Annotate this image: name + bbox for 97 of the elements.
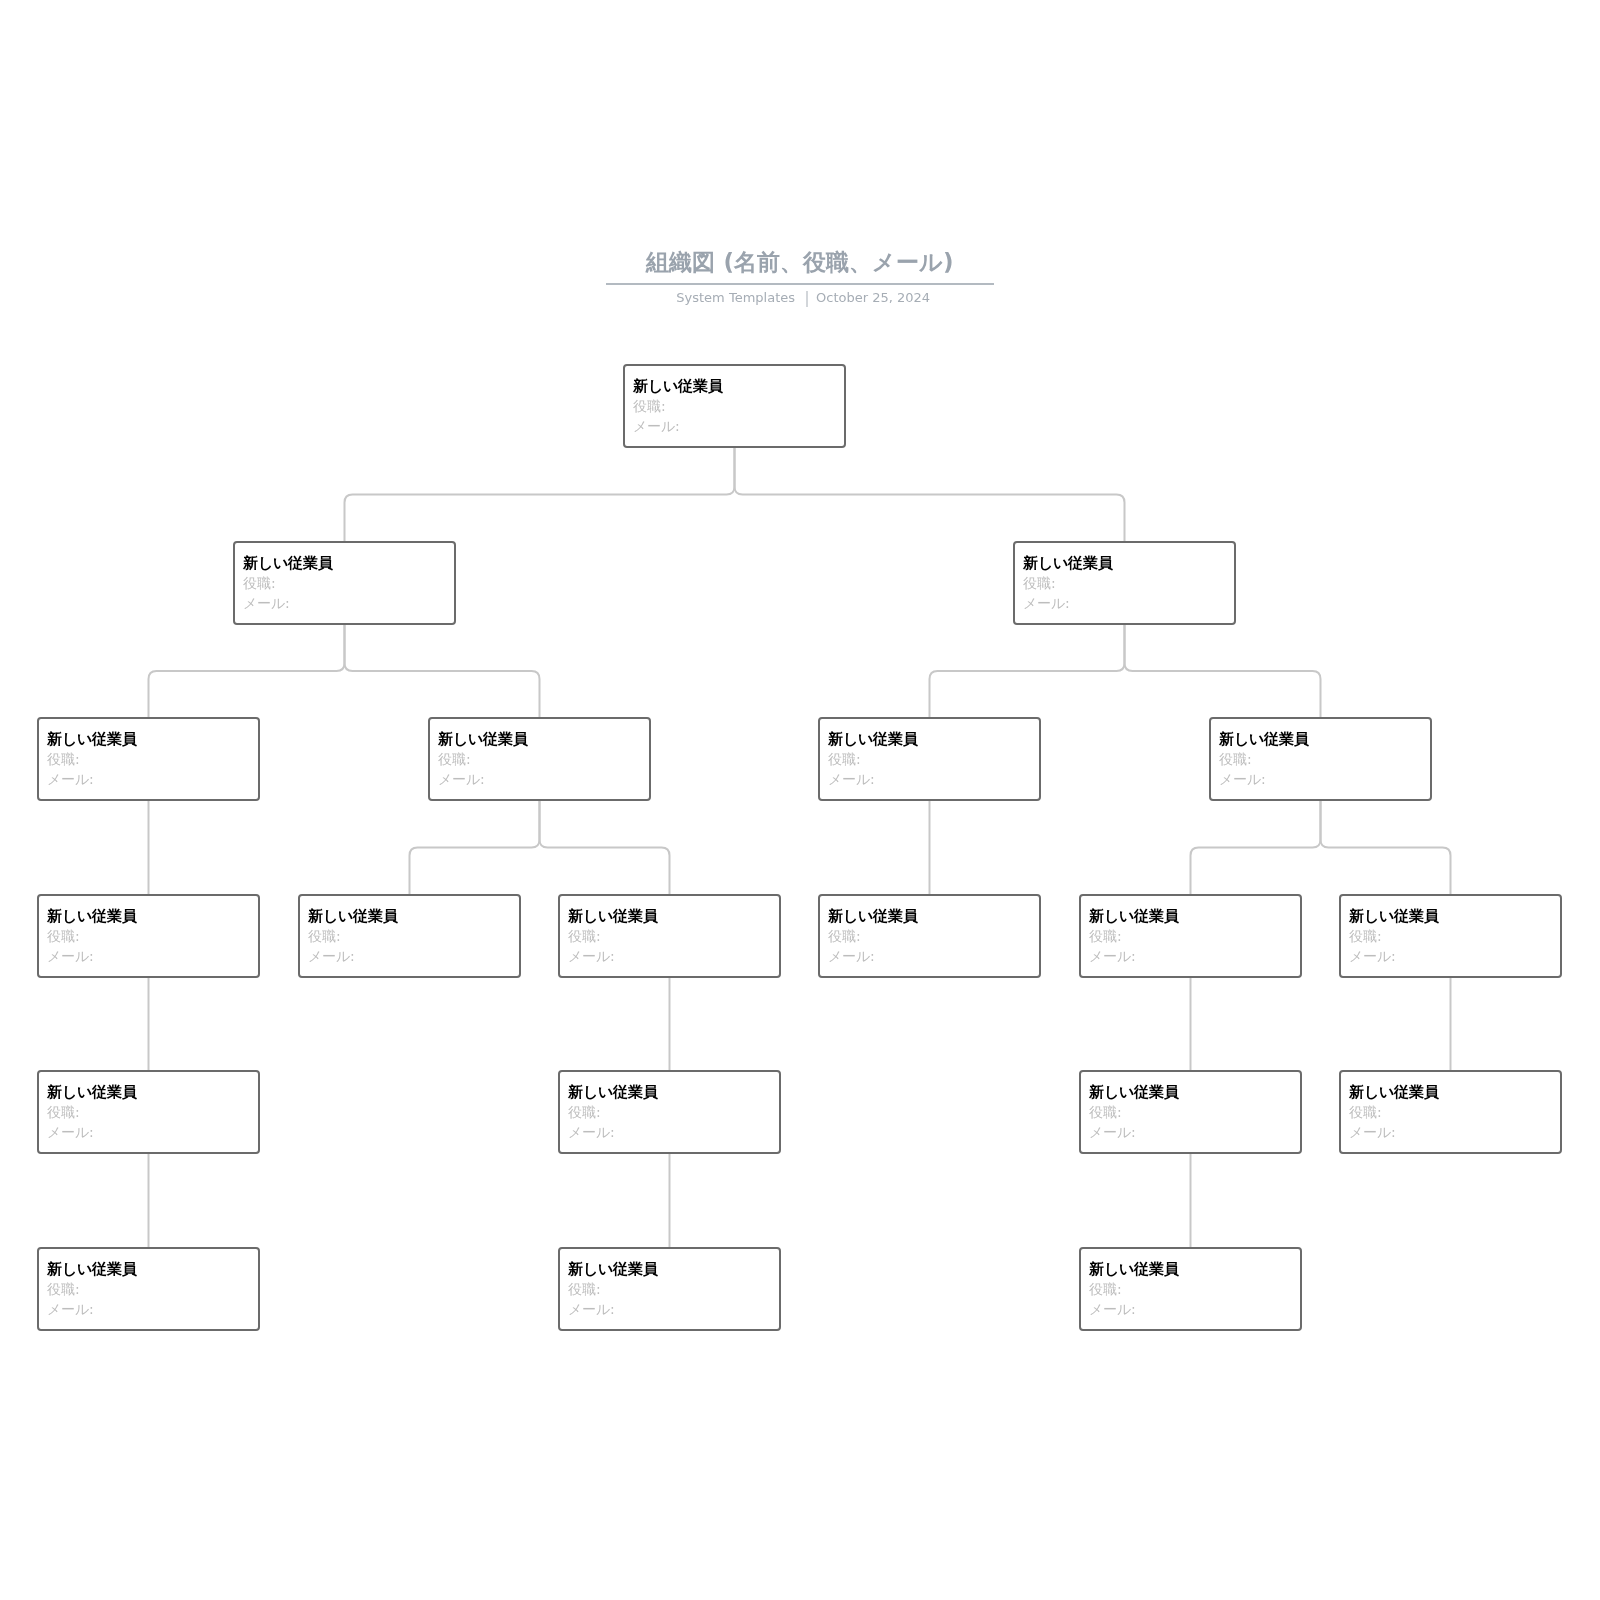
job-title-field: 役職: xyxy=(1349,1102,1382,1122)
employee-name: 新しい従業員 xyxy=(308,906,398,926)
author-text: System Templates xyxy=(676,290,795,305)
employee-name: 新しい従業員 xyxy=(243,553,333,573)
employee-card xyxy=(37,1247,260,1331)
employee-card xyxy=(1013,541,1236,625)
email-field: メール: xyxy=(1089,946,1136,966)
email-field: メール: xyxy=(308,946,355,966)
employee-card xyxy=(1079,1070,1302,1154)
employee-name: 新しい従業員 xyxy=(1089,1082,1179,1102)
employee-card xyxy=(37,1070,260,1154)
employee-name: 新しい従業員 xyxy=(1023,553,1113,573)
job-title-field: 役職: xyxy=(47,926,80,946)
employee-name: 新しい従業員 xyxy=(568,1082,658,1102)
job-title-field: 役職: xyxy=(568,926,601,946)
employee-card xyxy=(623,364,846,448)
employee-card xyxy=(298,894,521,978)
employee-name: 新しい従業員 xyxy=(47,1082,137,1102)
email-field: メール: xyxy=(828,946,875,966)
employee-card xyxy=(1339,1070,1562,1154)
email-field: メール: xyxy=(1023,593,1070,613)
job-title-field: 役職: xyxy=(1089,1279,1122,1299)
connector-line xyxy=(343,624,541,718)
job-title-field: 役職: xyxy=(568,1102,601,1122)
job-title-field: 役職: xyxy=(1089,926,1122,946)
employee-name: 新しい従業員 xyxy=(47,729,137,749)
connector-line xyxy=(538,800,671,895)
employee-card xyxy=(1079,1247,1302,1331)
job-title-field: 役職: xyxy=(243,573,276,593)
job-title-field: 役職: xyxy=(1023,573,1056,593)
email-field: メール: xyxy=(47,1299,94,1319)
job-title-field: 役職: xyxy=(828,926,861,946)
title: 組織図 (名前、役職、メール) xyxy=(646,249,954,275)
job-title-field: 役職: xyxy=(47,1102,80,1122)
job-title-field: 役職: xyxy=(1349,926,1382,946)
email-field: メール: xyxy=(828,769,875,789)
employee-card xyxy=(37,717,260,801)
employee-name: 新しい従業員 xyxy=(1219,729,1309,749)
connector-line xyxy=(147,1153,150,1248)
employee-name: 新しい従業員 xyxy=(568,1259,658,1279)
job-title-field: 役職: xyxy=(1219,749,1252,769)
connector-line xyxy=(1449,977,1452,1071)
email-field: メール: xyxy=(568,1122,615,1142)
employee-card xyxy=(233,541,456,625)
employee-name: 新しい従業員 xyxy=(1349,906,1439,926)
email-field: メール: xyxy=(1219,769,1266,789)
employee-name: 新しい従業員 xyxy=(47,906,137,926)
employee-card xyxy=(1209,717,1432,801)
connector-line xyxy=(668,977,671,1071)
connector-line xyxy=(1189,1153,1192,1248)
employee-name: 新しい従業員 xyxy=(568,906,658,926)
job-title-field: 役職: xyxy=(633,396,666,416)
connector-line xyxy=(147,977,150,1071)
connector-line xyxy=(147,800,150,895)
employee-card xyxy=(37,894,260,978)
job-title-field: 役職: xyxy=(47,749,80,769)
job-title-field: 役職: xyxy=(568,1279,601,1299)
connector-line xyxy=(1123,624,1322,718)
job-title-field: 役職: xyxy=(438,749,471,769)
employee-card xyxy=(558,1070,781,1154)
employee-name: 新しい従業員 xyxy=(47,1259,137,1279)
employee-card xyxy=(558,894,781,978)
connector-line xyxy=(1189,977,1192,1071)
employee-card xyxy=(818,894,1041,978)
email-field: メール: xyxy=(47,1122,94,1142)
email-field: メール: xyxy=(633,416,680,436)
email-field: メール: xyxy=(1089,1299,1136,1319)
employee-name: 新しい従業員 xyxy=(1089,1259,1179,1279)
employee-card xyxy=(1339,894,1562,978)
employee-card xyxy=(1079,894,1302,978)
employee-name: 新しい従業員 xyxy=(828,906,918,926)
employee-card xyxy=(818,717,1041,801)
job-title-field: 役職: xyxy=(828,749,861,769)
job-title-field: 役職: xyxy=(47,1279,80,1299)
email-field: メール: xyxy=(568,946,615,966)
date-text: October 25, 2024 xyxy=(816,290,931,305)
employee-name: 新しい従業員 xyxy=(828,729,918,749)
employee-name: 新しい従業員 xyxy=(438,729,528,749)
email-field: メール: xyxy=(438,769,485,789)
connector-line xyxy=(1319,800,1452,895)
job-title-field: 役職: xyxy=(308,926,341,946)
job-title-field: 役職: xyxy=(1089,1102,1122,1122)
email-field: メール: xyxy=(243,593,290,613)
employee-name: 新しい従業員 xyxy=(633,376,723,396)
employee-card xyxy=(558,1247,781,1331)
email-field: メール: xyxy=(568,1299,615,1319)
email-field: メール: xyxy=(1349,1122,1396,1142)
employee-name: 新しい従業員 xyxy=(1349,1082,1439,1102)
email-field: メール: xyxy=(1089,1122,1136,1142)
email-field: メール: xyxy=(47,946,94,966)
email-field: メール: xyxy=(1349,946,1396,966)
connector-line xyxy=(668,1153,671,1248)
email-field: メール: xyxy=(47,769,94,789)
employee-name: 新しい従業員 xyxy=(1089,906,1179,926)
connector-line xyxy=(733,447,1126,542)
connector-line xyxy=(928,800,931,895)
employee-card xyxy=(428,717,651,801)
